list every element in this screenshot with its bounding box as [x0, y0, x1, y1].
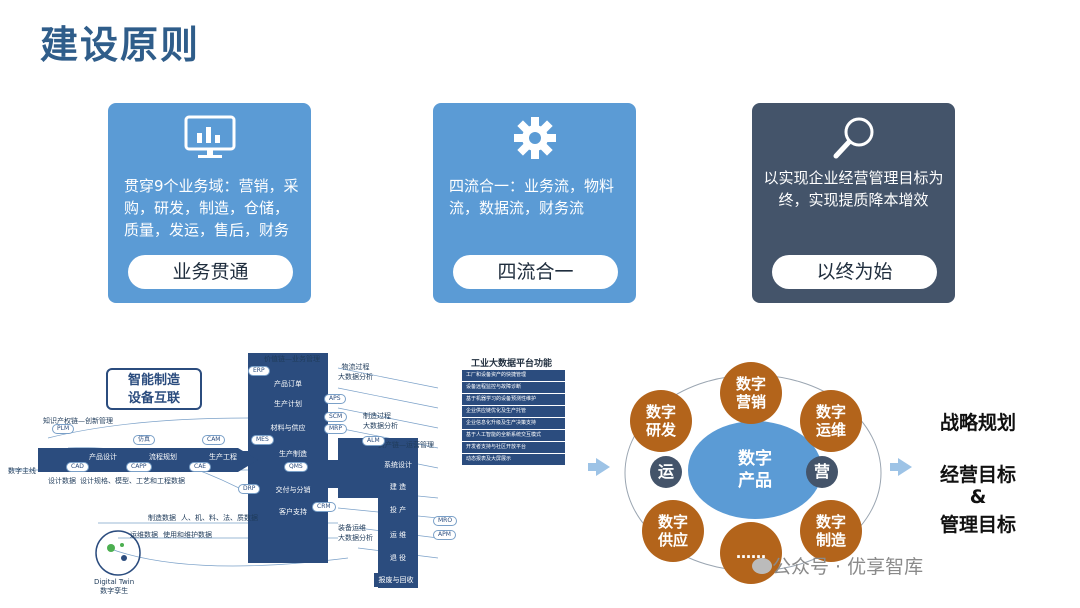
card-description: 以实现企业经营管理目标为终，实现提质降本增效	[763, 169, 944, 209]
box-operate: 运 维	[380, 528, 416, 542]
card-label: 以终为始	[772, 255, 937, 289]
ops-data-label: 运维数据	[130, 531, 158, 539]
flow-arrow-icon	[588, 458, 610, 476]
function-item: 企业信息化升级及生产决策支持	[462, 418, 565, 429]
tag-qms: QMS	[284, 462, 308, 472]
node-digital-manufacturing: 数字制造	[800, 500, 862, 562]
logistics-analysis-label: 物流过程大数据分析	[338, 363, 373, 381]
function-item: 设备远程监控与故障诊断	[462, 382, 565, 393]
box-deliver: 交付与分销	[263, 484, 323, 496]
function-item: 工厂和设备资产的快捷管理	[462, 370, 565, 381]
functions-list: 工厂和设备资产的快捷管理 设备远程监控与故障诊断 基于机器学习的设备预测性维护 …	[462, 370, 565, 466]
design-data-label: 设计数据	[48, 477, 76, 485]
box-support: 客户支持	[263, 506, 323, 518]
tag-erp: ERP	[248, 366, 270, 376]
tag-mes: MES	[251, 435, 274, 445]
node-digital-rnd: 数字研发	[630, 390, 692, 452]
box-plan: 生产计划	[258, 398, 318, 410]
box-material: 材料与供应	[258, 422, 318, 434]
box-process-plan: 流程规划	[138, 451, 188, 463]
digital-product-center: 数字产品	[688, 421, 822, 519]
ops-tag-left: 运	[650, 456, 682, 488]
page-title: 建设原则	[40, 23, 201, 67]
tag-capp: CAPP	[126, 462, 152, 472]
flow-arrow-icon	[890, 458, 912, 476]
box-build: 建 造	[380, 480, 416, 494]
tag-apm: APM	[433, 530, 456, 540]
box-scrap: 报废与回收	[374, 573, 418, 587]
box-order: 产品订单	[258, 378, 318, 390]
node-digital-marketing: 数字营销	[720, 362, 782, 424]
asset-chain-label: 资产链—运营管理	[378, 441, 434, 449]
tag-drp: DRP	[238, 484, 261, 494]
manufacturing-analysis-label: 制造过程大数据分析	[363, 412, 398, 430]
tag-cad: CAD	[66, 462, 89, 472]
card-description: 四流合一：业务流，物料流，数据流，财务流	[449, 177, 615, 217]
strategy-management-goal: 管理目标	[939, 514, 1016, 536]
tag-aps: APS	[324, 394, 346, 404]
tag-cam: CAM	[202, 435, 226, 445]
box-product-design: 产品设计	[78, 451, 128, 463]
tag-scm: SCM	[324, 412, 348, 422]
monitor-chart-icon	[184, 115, 235, 158]
card-end-in-mind: 以实现企业经营管理目标为终，实现提质降本增效 以终为始	[752, 103, 955, 303]
box-commission: 投 产	[380, 503, 416, 517]
tag-plm: PLM	[52, 424, 75, 434]
mfg-data-label: 制造数据	[148, 514, 176, 522]
tag-simulation: 仿真	[133, 435, 156, 445]
magnifier-icon	[833, 117, 873, 159]
mfg-data-desc: 人、机、料、法、质数据	[181, 514, 258, 522]
function-item: 基于人工智能的全新系统交互模式	[462, 430, 565, 441]
card-four-flows: 四流合一：业务流，物料流，数据流，财务流 四流合一	[433, 103, 636, 303]
industrial-data-diagram: 智能制造 设备互联 价值链—业务管理 物流过程大数据分析 制造过程大数据分析 资…	[8, 348, 568, 603]
ops-tag-right: 营	[806, 456, 838, 488]
card-business-integration: 贯穿9个业务域：营销，采购，研发，制造，仓储，质量，发运，售后，财务 业务贯通	[108, 103, 311, 303]
node-digital-supply: 数字供应	[642, 500, 704, 562]
tag-cae: CAE	[189, 462, 212, 472]
innovation-chain-label: 知识产权链—创新管理	[43, 417, 113, 425]
ops-data-desc: 使用和维护数据	[163, 531, 212, 539]
box-retire: 退 役	[380, 551, 416, 565]
box-system-design: 系统设计	[380, 458, 416, 472]
node-more: ……	[720, 522, 782, 584]
tag-crm: CRM	[312, 502, 336, 512]
card-label: 业务贯通	[128, 255, 293, 289]
equipment-analysis-label: 装备运维大数据分析	[338, 524, 373, 542]
box-produce: 生产制造	[263, 448, 323, 460]
function-item: 企业供应链优化及生产托管	[462, 406, 565, 417]
watermark: 公众号 · 优享智库	[772, 556, 924, 578]
node-digital-ops: 数字运维	[800, 390, 862, 452]
card-label: 四流合一	[453, 255, 618, 289]
card-description: 贯穿9个业务域：营销，采购，研发，制造，仓储，质量，发运，售后，财务	[124, 177, 299, 239]
function-item: 动态报表及大屏展示	[462, 454, 565, 465]
smart-manufacturing-box: 智能制造 设备互联	[106, 368, 202, 410]
functions-title: 工业大数据平台功能	[471, 359, 553, 369]
function-item: 开发者支持与社区开放平台	[462, 442, 565, 453]
design-data-desc: 设计规格、模型、工艺和工程数据	[80, 477, 185, 485]
strategy-title: 战略规划	[939, 412, 1016, 434]
tag-mrp: MRP	[324, 424, 347, 434]
box-production-eng: 生产工程	[198, 451, 248, 463]
value-chain-label: 价值链—业务管理	[264, 355, 320, 363]
strategy-ampersand: &	[969, 486, 987, 508]
tag-mro: MRO	[433, 516, 458, 526]
strategy-business-goal: 经营目标	[939, 464, 1016, 486]
wechat-icon	[752, 558, 772, 574]
function-item: 基于机器学习的设备预测性维护	[462, 394, 565, 405]
digital-thread-label: 数字主线	[8, 467, 36, 475]
gear-icon	[513, 117, 556, 159]
tag-alm: ALM	[362, 436, 385, 446]
